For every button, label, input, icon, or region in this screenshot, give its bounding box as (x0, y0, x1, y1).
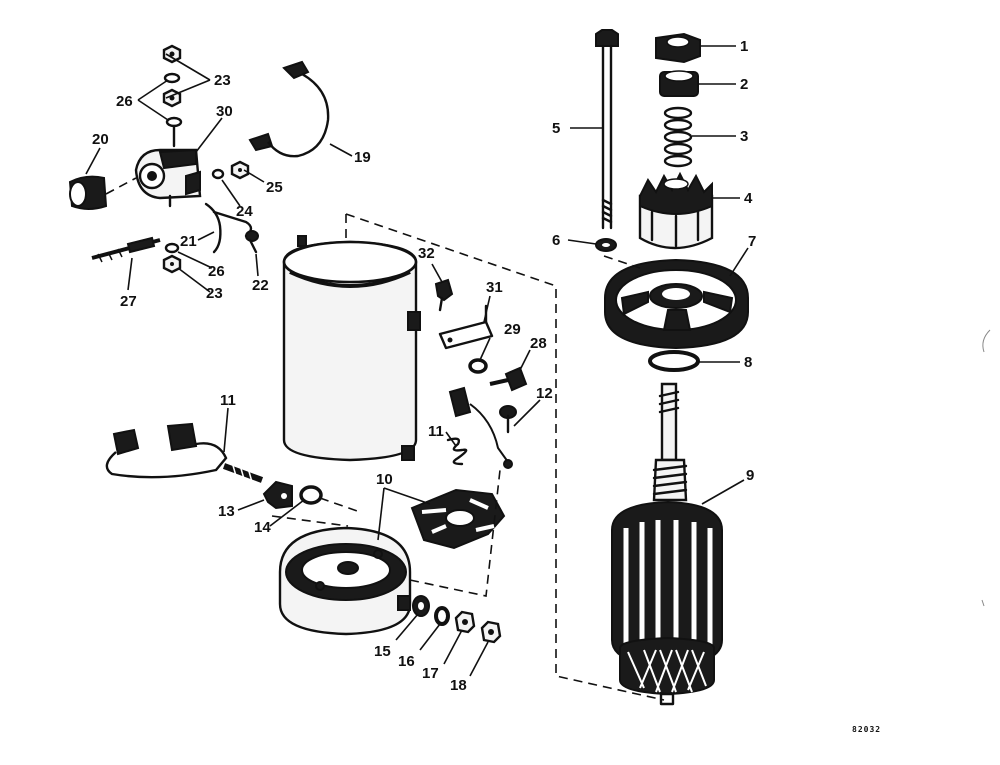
callout-31: 31 (486, 279, 503, 296)
part-26-washer (164, 242, 180, 254)
part-24-washer (211, 168, 225, 180)
part-8-thrust-washer (648, 350, 700, 372)
figure-code: 82032 (852, 725, 881, 734)
part-28-screw (489, 366, 528, 392)
callout-23-top: 23 (214, 72, 231, 89)
callout-8: 8 (744, 354, 752, 371)
leader-lines (85, 45, 749, 677)
part-23-nut (162, 254, 182, 274)
callout-13: 13 (218, 503, 235, 520)
part-32-clip (434, 278, 454, 312)
callout-29: 29 (504, 321, 521, 338)
callout-5: 5 (552, 120, 560, 137)
callout-23-bottom: 23 (206, 285, 223, 302)
callout-14: 14 (254, 519, 271, 536)
callout-3: 3 (740, 128, 748, 145)
field-frame-housing (282, 235, 421, 462)
part-12-screw (499, 405, 517, 434)
part-26-washer (163, 72, 181, 84)
part-2-spacer (659, 70, 699, 97)
part-14-washer (299, 485, 323, 505)
part-30-solenoid (134, 124, 202, 208)
callout-15: 15 (374, 643, 391, 660)
callout-27: 27 (120, 293, 137, 310)
part-1-hex-nut (655, 32, 701, 64)
callout-4: 4 (744, 190, 753, 207)
part-6-washer (595, 238, 617, 252)
callout-25: 25 (266, 179, 283, 196)
part-22-screw (245, 230, 259, 254)
callout-17: 17 (422, 665, 439, 682)
callout-21: 21 (180, 233, 197, 250)
callout-30: 30 (216, 103, 233, 120)
callout-32: 32 (418, 245, 435, 262)
callout-2: 2 (740, 76, 748, 93)
callout-10: 10 (376, 471, 393, 488)
part-13-terminal (262, 480, 293, 510)
callout-24: 24 (236, 203, 253, 220)
part-26-washer (165, 116, 183, 128)
callout-9: 9 (746, 467, 754, 484)
part-15-washer (412, 595, 430, 617)
callout-26-top: 26 (116, 93, 133, 110)
part-19-cable (248, 60, 330, 158)
callout-1: 1 (740, 38, 748, 55)
part-20-boot (68, 175, 108, 210)
part-23-nut (162, 44, 182, 64)
part-10-brush-holder (410, 488, 506, 550)
part-11-brush-set (105, 422, 264, 483)
callout-11-right: 11 (428, 423, 444, 440)
callout-7: 7 (748, 233, 756, 250)
callout-20: 20 (92, 131, 109, 148)
part-29-washer (468, 358, 488, 374)
part-9-armature (611, 382, 723, 706)
part-7-end-frame (604, 258, 749, 350)
callout-16: 16 (398, 653, 415, 670)
part-3-spring (663, 106, 693, 168)
callout-28: 28 (530, 335, 547, 352)
callout-18: 18 (450, 677, 467, 694)
commutator-end-head (278, 526, 412, 636)
callout-6: 6 (552, 232, 560, 249)
part-17-nut (454, 610, 476, 634)
callout-19: 19 (354, 149, 371, 166)
part-27-stud (91, 236, 161, 263)
part-4-drive-pinion (638, 171, 714, 250)
callout-22: 22 (252, 277, 269, 294)
callout-11-left: 11 (220, 392, 236, 409)
callout-26-bottom: 26 (208, 263, 225, 280)
part-18-nut (480, 620, 502, 644)
assembly-dashed-lines (105, 177, 665, 701)
part-16-lockwasher (434, 606, 450, 626)
part-5-through-bolt (595, 29, 619, 230)
callout-labels: 1 2 3 4 5 6 7 8 9 10 11 11 12 13 14 15 1… (92, 38, 756, 694)
callout-12: 12 (536, 385, 553, 402)
part-31-bracket (438, 304, 494, 350)
part-11-brush-spring (446, 386, 513, 469)
part-25-nut (230, 160, 250, 180)
